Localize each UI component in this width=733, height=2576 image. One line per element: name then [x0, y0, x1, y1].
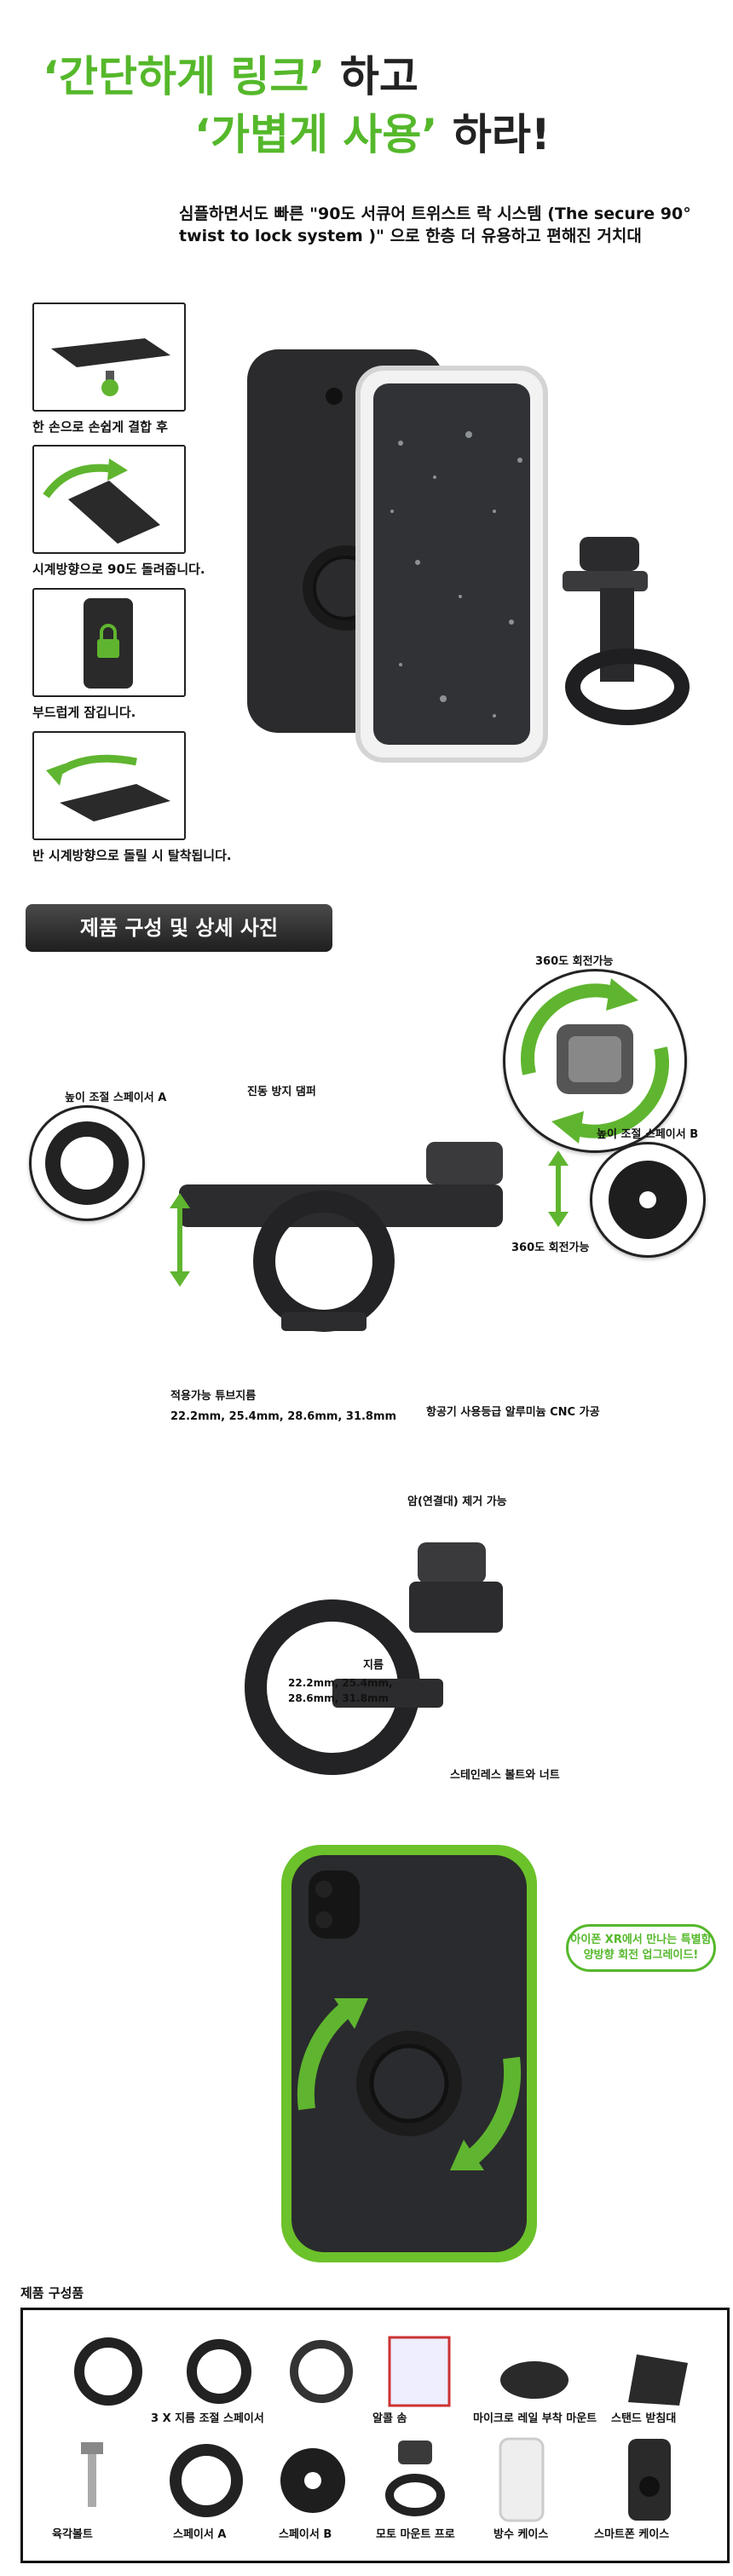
height-arrow-icon [548, 1150, 569, 1227]
step-2-image [32, 445, 186, 554]
attach-mount-icon [51, 338, 170, 396]
product-subtitle: 심플하면서도 빠른 "90도 서큐어 트위스트 락 시스템 (The secur… [179, 205, 691, 245]
components-row-2-images [81, 2437, 671, 2522]
components-title: 제품 구성품 [20, 2285, 84, 2301]
cnc-label: 항공기 사용등급 알루미늄 CNC 가공 [426, 1406, 600, 1419]
step-3-image [32, 588, 186, 697]
diameter-line-1: 22.2mm, 25.4mm, [288, 1677, 393, 1689]
component-label: 스탠드 받침대 [611, 2412, 677, 2425]
component-label: 스마트폰 케이스 [594, 2528, 670, 2541]
spacer-disc-icon [609, 1161, 687, 1239]
diameter-line-2: 28.6mm, 31.8mm [288, 1692, 389, 1704]
component-label: 스페이서 A [173, 2528, 227, 2541]
diameter-title: 지름 [363, 1659, 384, 1672]
rotate-360-mid-label: 360도 회전가능 [511, 1242, 590, 1254]
component-label: 모토 마운트 프로 [376, 2528, 455, 2541]
step-4-image [32, 731, 186, 840]
bolt-nut-label: 스테인레스 볼트와 너트 [450, 1769, 560, 1782]
step-2-caption: 시계방향으로 90도 돌려줍니다. [32, 562, 205, 577]
spacer-a-zoom [29, 1105, 145, 1221]
hero-quote: ‘ [43, 52, 59, 101]
step-1-image [32, 303, 186, 412]
smartphone-case-image [281, 1845, 537, 2262]
damper-label: 진동 방지 댐퍼 [247, 1086, 316, 1098]
hero-suffix-1: 하고 [325, 52, 418, 101]
hero-suffix-2: 하라! [437, 110, 551, 159]
spacer-ring-icon [45, 1121, 129, 1205]
step-4-caption: 반 시계방향으로 돌릴 시 탈착됩니다. [32, 848, 232, 863]
component-label: 방수 케이스 [493, 2528, 549, 2541]
hero-quote: ’ [421, 110, 438, 159]
components-row-1-images [74, 2336, 688, 2407]
tube-diameter-values: 22.2mm, 25.4mm, 28.6mm, 31.8mm [170, 1410, 397, 1423]
phone-case-and-mount-image [247, 349, 690, 763]
component-label: 육각볼트 [52, 2528, 93, 2541]
hero-line-2: ‘가볍게 사용’ 하라! [194, 109, 551, 160]
rotate-zoom-circle [503, 969, 687, 1153]
section-banner: 제품 구성 및 상세 사진 [26, 904, 332, 952]
rotate-arrow-icon [521, 978, 669, 1144]
detach-phone-icon [46, 754, 170, 821]
callout-line-1: 아이폰 XR에서 만나는 특별함 [570, 1933, 712, 1946]
bidirectional-callout: 아이폰 XR에서 만나는 특별함 양방향 회전 업그레이드! [566, 1924, 716, 1972]
hero-highlight-2: 가볍게 사용 [211, 110, 422, 159]
lock-icon [84, 598, 133, 689]
spacer-a-label: 높이 조절 스페이서 A [65, 1092, 167, 1104]
components-frame: 3 X 지름 조절 스페이서 알콜 솜 마이크로 레일 부착 마운트 스탠드 받… [20, 2308, 730, 2563]
spacer-b-label: 높이 조절 스페이서 B [597, 1128, 699, 1141]
component-label: 3 X 지름 조절 스페이서 [151, 2412, 264, 2425]
hero-quote: ‘ [194, 110, 211, 159]
rotate-phone-icon [43, 458, 160, 544]
component-label: 마이크로 레일 부착 마운트 [473, 2412, 597, 2425]
step-1-caption: 한 손으로 손쉽게 결합 후 [32, 419, 168, 435]
callout-line-2: 양방향 회전 업그레이드! [583, 1949, 699, 1962]
step-3-caption: 부드럽게 잠깁니다. [32, 705, 136, 720]
arm-removable-label: 암(연결대) 제거 가능 [407, 1495, 507, 1508]
tube-diameter-label: 적용가능 튜브지름 [170, 1390, 257, 1403]
mount-detail-image [179, 1142, 503, 1332]
hero-line-1: ‘간단하게 링크’ 하고 [43, 51, 418, 102]
clamp-detail-image [245, 1542, 503, 1775]
hero-highlight-1: 간단하게 링크 [59, 52, 309, 101]
component-label: 스페이서 B [279, 2528, 332, 2541]
rotate-360-top-label: 360도 회전가능 [535, 955, 614, 968]
hero-quote: ’ [309, 52, 326, 101]
height-arrow-icon [170, 1193, 190, 1287]
spacer-b-zoom [590, 1142, 706, 1258]
component-label: 알콜 솜 [372, 2412, 407, 2425]
